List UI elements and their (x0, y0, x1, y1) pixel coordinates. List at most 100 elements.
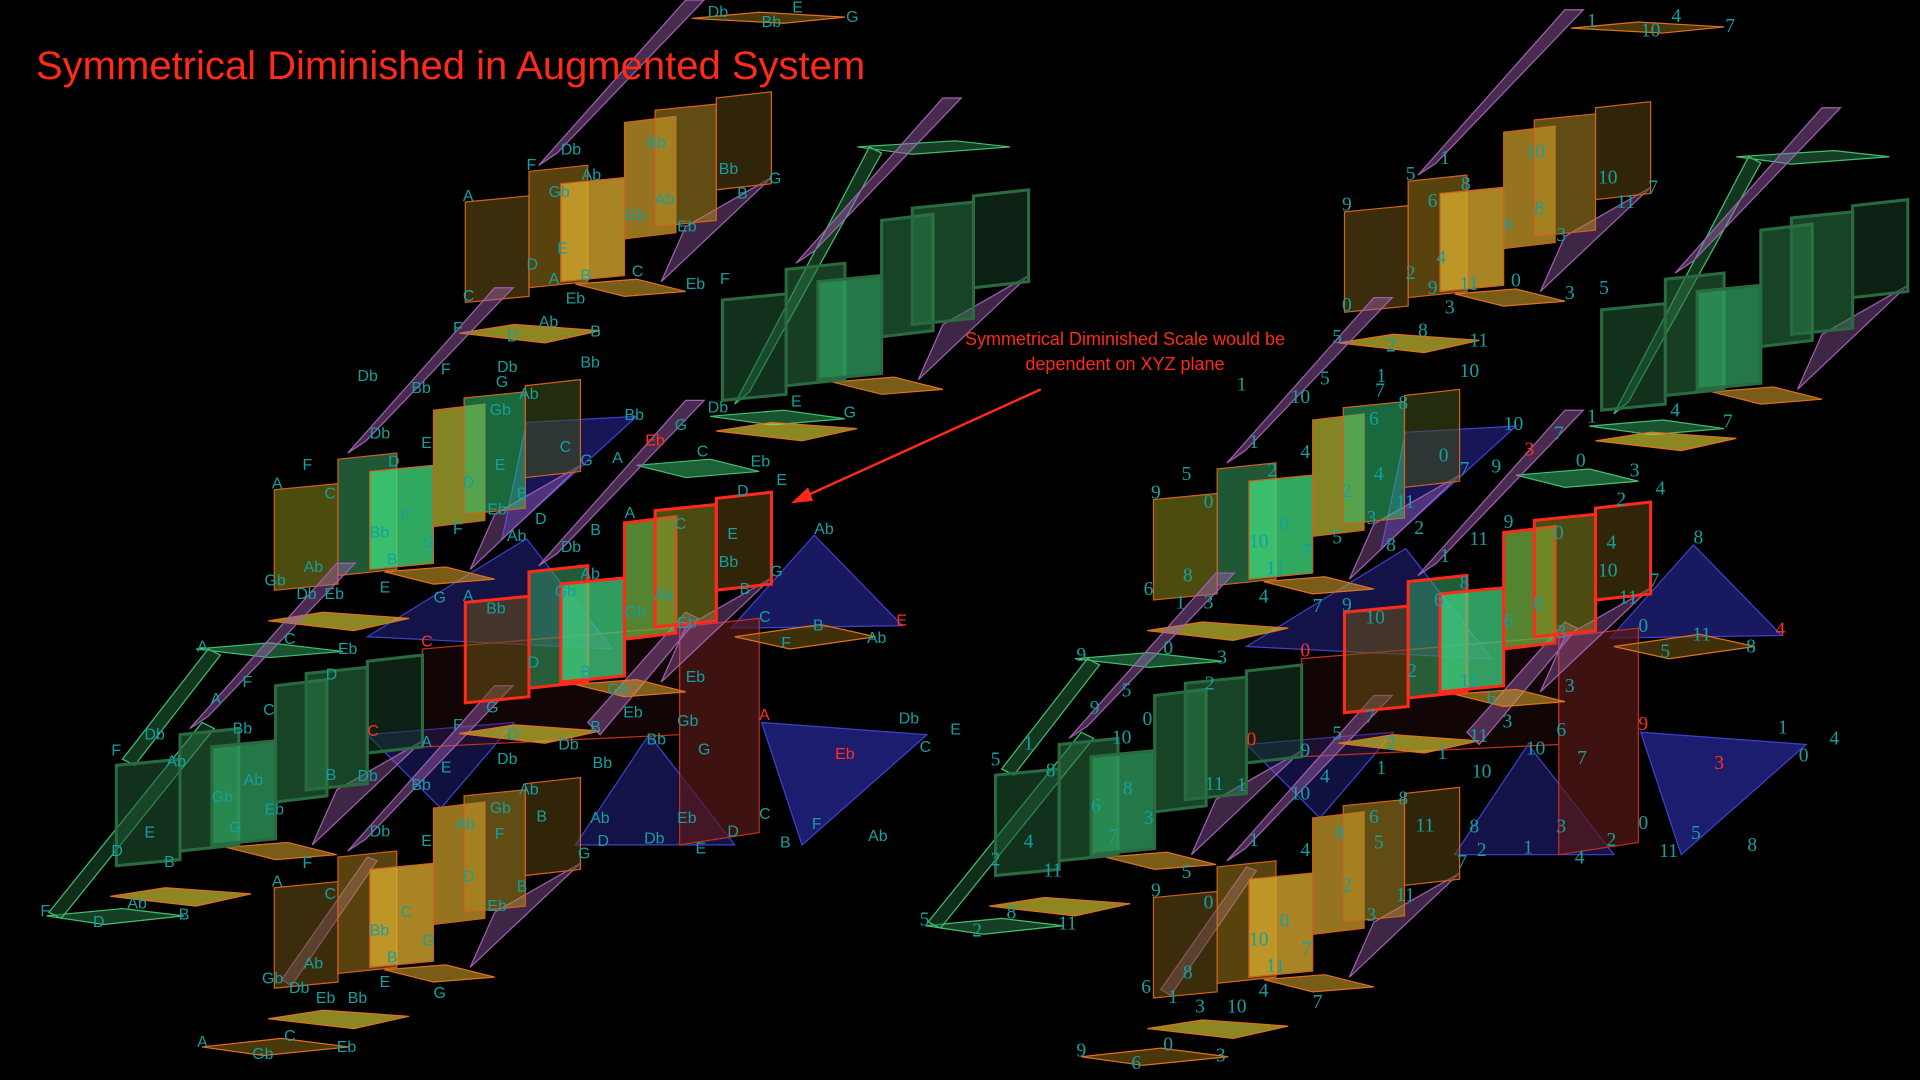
pitch-number-label: 11 (1396, 492, 1415, 513)
note-label: Ab (654, 587, 674, 604)
green-cluster-middle-panel (273, 482, 339, 591)
pitch-number-label: 3 (1204, 593, 1214, 614)
note-label: Gb (624, 207, 645, 224)
pitch-number-label: 7 (1302, 939, 1312, 960)
pitch-number-label: 0 (1799, 746, 1809, 767)
note-label: C (759, 806, 771, 823)
note-label: F (453, 521, 463, 538)
note-label: A (272, 476, 283, 493)
pitch-number-label: 6 (1487, 688, 1497, 709)
note-label: Bb (647, 135, 667, 152)
note-label: G (578, 845, 590, 862)
green-cluster-left-panel (210, 739, 278, 847)
gold-cluster-top-panel (560, 176, 626, 283)
pitch-number-label: 8 (1386, 535, 1396, 556)
pitch-number-label: 9 (1076, 645, 1086, 666)
pitch-number-label: 5 (991, 749, 1001, 770)
pitch-number-label: 2 (972, 921, 982, 942)
highlighted-cluster-slant-face (660, 577, 772, 683)
green-cluster-left-panel (1089, 748, 1157, 857)
note-label: Eb (337, 1039, 357, 1056)
pitch-number-label: 1 (1523, 837, 1533, 858)
note-label: Eb (686, 276, 706, 293)
note-label: Db (561, 141, 581, 158)
pitch-number-label: 11 (1616, 192, 1635, 213)
note-label: F (812, 816, 822, 833)
note-label: Eb (677, 218, 697, 235)
pitch-number-label: 3 (1556, 622, 1566, 643)
green-cluster-right-panel (720, 292, 788, 403)
green-cluster-right-slant-face (1674, 107, 1842, 274)
gold-cluster-bottom-plate (1263, 974, 1375, 993)
pitch-number-label: 2 (1342, 875, 1352, 896)
note-label: D (598, 833, 610, 850)
note-label: Db (358, 368, 378, 385)
pitch-number-label: 11 (1416, 815, 1435, 836)
note-label: B (326, 767, 337, 784)
green-cluster-right-panel (1600, 301, 1667, 412)
note-label: D (528, 654, 540, 671)
note-label: A (612, 450, 623, 467)
pitch-number-label: 0 (1280, 911, 1290, 932)
note-label: G (422, 534, 434, 551)
note-label: Gb (549, 184, 570, 201)
pitch-number-label: 4 (1670, 400, 1680, 421)
gold-cluster-top-panel (1533, 113, 1597, 238)
note-label: E (441, 760, 452, 777)
note-label: F (781, 635, 791, 652)
pitch-number-label: 10 (1249, 531, 1269, 552)
gold-cluster-top-panel (1594, 100, 1652, 201)
plate (1570, 21, 1725, 34)
pitch-number-label: 10 (1504, 414, 1524, 435)
pitch-number-label: 11 (1460, 671, 1479, 692)
note-label: Bb (719, 554, 739, 571)
highlighted-cluster-panel (653, 502, 718, 629)
green-cluster-middle-slant-face (1348, 474, 1461, 580)
note-label: Bb (411, 777, 431, 794)
note-label: F (302, 457, 312, 474)
green-cluster-right-slant-face (795, 97, 963, 264)
pitch-number-label: 10 (1598, 168, 1618, 189)
note-label: E (144, 825, 155, 842)
note-label: D (326, 667, 338, 684)
pitch-number-label: 5 (1660, 642, 1670, 663)
note-label: F (495, 826, 505, 843)
pitch-number-label: 4 (1320, 766, 1330, 787)
note-label: D (388, 454, 400, 471)
green-cluster-left-panel (993, 767, 1061, 878)
pitch-number-label: 2 (1342, 481, 1352, 502)
pitch-number-label: 10 (1365, 607, 1385, 628)
pitch-number-label: 2 (1407, 661, 1417, 682)
pitch-number-label: 8 (1461, 174, 1471, 195)
pitch-number-label: 1 (1587, 11, 1597, 32)
note-label: Ab (127, 896, 147, 913)
highlighted-cluster-panel (714, 490, 773, 592)
note-label: C (324, 485, 335, 502)
gold-cluster-top-panel (1439, 186, 1505, 293)
note-label: E (557, 240, 568, 257)
pitch-number-label: 1 (1440, 148, 1450, 169)
note-label: C (463, 288, 475, 305)
pitch-number-label: 3 (1502, 711, 1512, 732)
note-label: Db (289, 980, 309, 997)
annotation-line-2: dependent on XYZ plane (1025, 354, 1225, 374)
note-label: E (696, 840, 707, 857)
note-label: B (387, 949, 398, 966)
pitch-number-label: 0 (1163, 638, 1173, 659)
note-label: B (517, 485, 528, 502)
note-label: G (698, 741, 710, 758)
pitch-number-label: 7 (1108, 826, 1118, 847)
pitch-number-label: 3 (1714, 753, 1724, 774)
green-cluster-left-plate (110, 887, 252, 907)
pitch-number-label: 4 (1374, 464, 1384, 485)
note-label: E (380, 974, 391, 991)
note-label: Db (358, 768, 378, 785)
note-label: D (507, 329, 519, 346)
green-cluster-left-panel (1183, 675, 1249, 802)
pitch-number-label: 8 (1123, 779, 1133, 800)
pitch-number-label: 1 (1249, 432, 1259, 453)
note-label: Ab (867, 630, 887, 647)
